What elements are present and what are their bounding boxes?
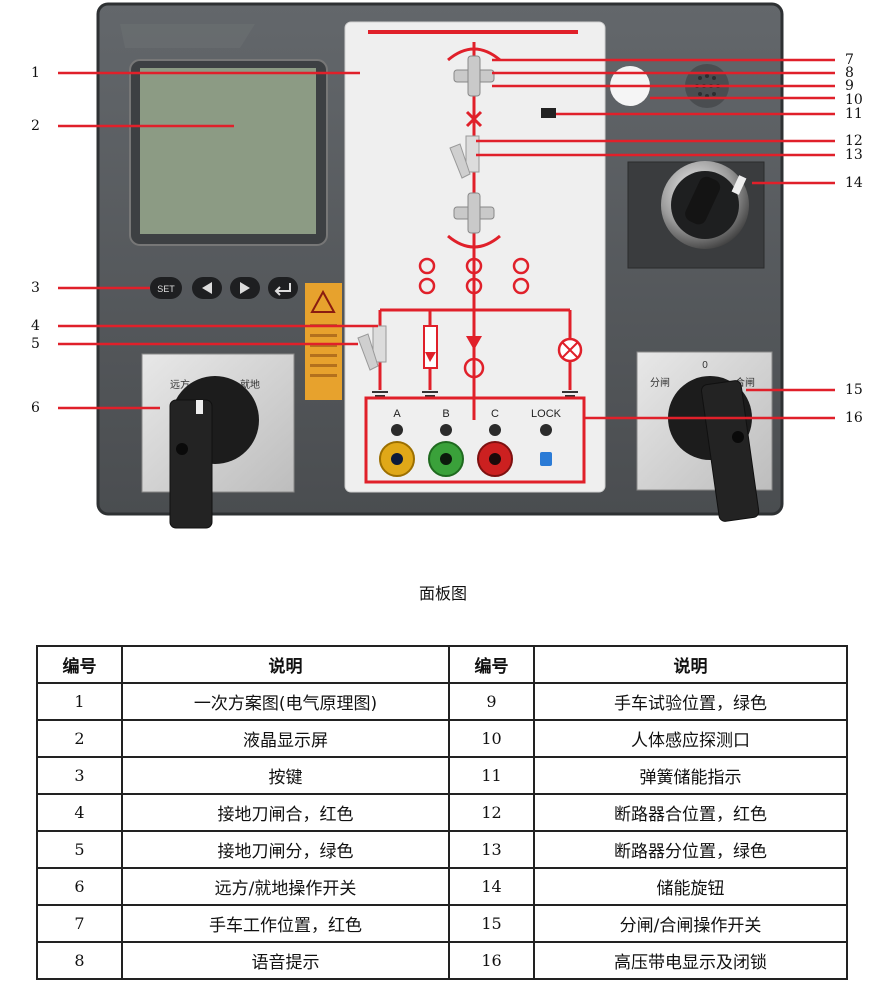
- callout-14: 14: [845, 175, 863, 191]
- item-description: 人体感应探测口: [533, 719, 848, 758]
- callout-11: 11: [845, 106, 863, 122]
- callout-3: 3: [31, 280, 40, 296]
- legend-header-row: 编号 说明 编号 说明: [36, 645, 848, 684]
- remote-label: 远方: [170, 378, 190, 391]
- callout-13: 13: [845, 147, 863, 163]
- set-key-label: SET: [157, 284, 175, 294]
- enter-key: [268, 277, 298, 299]
- panel-photo: SET: [58, 2, 835, 529]
- item-number: 9: [448, 682, 535, 721]
- header-description: 说明: [121, 645, 450, 684]
- item-description: 接地刀闸分，绿色: [121, 830, 450, 869]
- local-label: 就地: [240, 378, 260, 391]
- callout-4: 4: [31, 318, 40, 334]
- item-number: 1: [36, 682, 123, 721]
- lock-button: [540, 452, 552, 466]
- item-number: 14: [448, 867, 535, 906]
- keypad: SET: [150, 277, 298, 299]
- item-description: 分闸/合闸操作开关: [533, 904, 848, 943]
- callout-1: 1: [31, 65, 40, 81]
- item-description: 储能旋钮: [533, 867, 848, 906]
- item-number: 3: [36, 756, 123, 795]
- item-number: 6: [36, 867, 123, 906]
- callout-12: 12: [845, 133, 863, 149]
- item-number: 2: [36, 719, 123, 758]
- item-description: 接地刀闸合，红色: [121, 793, 450, 832]
- callout-5: 5: [31, 336, 40, 352]
- item-description: 手车工作位置，红色: [121, 904, 450, 943]
- item-description: 断路器合位置，红色: [533, 793, 848, 832]
- remote-local-handle: [169, 399, 213, 529]
- warning-triangle: [310, 289, 336, 313]
- item-description: 断路器分位置，绿色: [533, 830, 848, 869]
- lcd-screen: [140, 68, 316, 234]
- header-number: 编号: [36, 645, 123, 684]
- item-number: 4: [36, 793, 123, 832]
- item-number: 8: [36, 941, 123, 980]
- open-close-handle: [701, 380, 760, 522]
- callout-6: 6: [31, 400, 40, 416]
- callout-10: 10: [845, 92, 863, 108]
- item-number: 7: [36, 904, 123, 943]
- lock-label: LOCK: [531, 408, 562, 420]
- item-description: 按键: [121, 756, 450, 795]
- item-number: 16: [448, 941, 535, 980]
- zero-label: 0: [702, 360, 708, 371]
- item-number: 13: [448, 830, 535, 869]
- callout-15: 15: [845, 382, 863, 398]
- item-description: 高压带电显示及闭锁: [533, 941, 848, 980]
- callout-7: 7: [845, 52, 854, 68]
- callout-9: 9: [845, 78, 854, 94]
- item-number: 10: [448, 719, 535, 758]
- phase-c-label: C: [491, 408, 499, 420]
- item-number: 5: [36, 830, 123, 869]
- header-number: 编号: [448, 645, 535, 684]
- item-description: 远方/就地操作开关: [121, 867, 450, 906]
- header-description: 说明: [533, 645, 848, 684]
- set-key: [150, 277, 182, 299]
- open-label: 分闸: [650, 376, 670, 389]
- figure-caption: 面板图: [418, 584, 467, 603]
- spring-indicator: [541, 108, 556, 118]
- warning-label: [305, 283, 342, 400]
- callout-16: 16: [845, 410, 863, 426]
- callout-2: 2: [31, 118, 40, 134]
- item-number: 12: [448, 793, 535, 832]
- callout-8: 8: [845, 65, 854, 81]
- item-number: 15: [448, 904, 535, 943]
- item-description: 一次方案图(电气原理图): [121, 682, 450, 721]
- item-description: 弹簧储能指示: [533, 756, 848, 795]
- phase-a-label: A: [393, 408, 401, 420]
- panel-emboss: [120, 24, 255, 48]
- item-description: 液晶显示屏: [121, 719, 450, 758]
- live-display-box: [364, 396, 586, 484]
- phase-b-label: B: [442, 408, 449, 420]
- item-description: 语音提示: [121, 941, 450, 980]
- item-description: 手车试验位置，绿色: [533, 682, 848, 721]
- item-number: 11: [448, 756, 535, 795]
